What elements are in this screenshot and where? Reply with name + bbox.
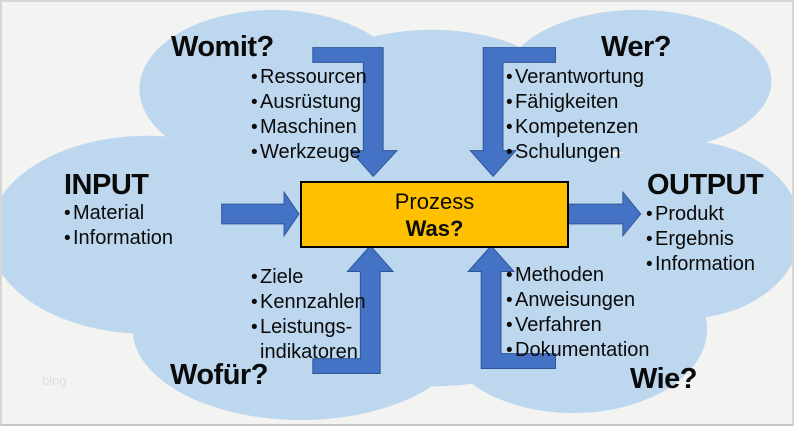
wofuer-list: Ziele Kennzahlen Leistungs- indikatoren [251, 265, 366, 364]
wie-heading: Wie? [630, 363, 698, 395]
watermark-blog: blog [42, 373, 67, 388]
womit-item: Maschinen [251, 115, 367, 140]
womit-item: Ausrüstung [251, 90, 367, 115]
output-arrow [564, 190, 642, 238]
output-item: Ergebnis [646, 227, 755, 252]
output-heading: OUTPUT [647, 169, 764, 201]
wofuer-item: Ziele [251, 265, 366, 290]
wer-item: Verantwortung [506, 65, 644, 90]
wer-item: Kompetenzen [506, 115, 644, 140]
wofuer-item-continuation: indikatoren [260, 341, 358, 363]
wie-item: Dokumentation [506, 338, 650, 363]
womit-list: Ressourcen Ausrüstung Maschinen Werkzeug… [251, 65, 367, 165]
process-box: Prozess Was? [300, 181, 569, 248]
process-box-question: Was? [405, 215, 464, 241]
output-list: Produkt Ergebnis Information [646, 202, 755, 277]
wofuer-heading: Wofür? [170, 359, 268, 391]
arrows [221, 47, 642, 374]
wofuer-item: Kennzahlen [251, 290, 366, 315]
wer-item: Schulungen [506, 140, 644, 165]
wer-item: Fähigkeiten [506, 90, 644, 115]
womit-item: Ressourcen [251, 65, 367, 90]
womit-item: Werkzeuge [251, 140, 367, 165]
input-item: Material [64, 201, 173, 226]
wie-item: Verfahren [506, 313, 650, 338]
wofuer-item: Leistungs- [251, 315, 366, 340]
input-item: Information [64, 226, 173, 251]
wer-list: Verantwortung Fähigkeiten Kompetenzen Sc… [506, 65, 644, 165]
input-heading: INPUT [64, 169, 149, 201]
input-arrow [221, 190, 300, 238]
wie-item: Methoden [506, 263, 650, 288]
input-list: Material Information [64, 201, 173, 251]
womit-heading: Womit? [171, 31, 274, 63]
output-item: Produkt [646, 202, 755, 227]
wie-list: Methoden Anweisungen Verfahren Dokumenta… [506, 263, 650, 363]
wer-heading: Wer? [601, 31, 671, 63]
process-box-title: Prozess [394, 188, 475, 214]
output-item: Information [646, 252, 755, 277]
wie-item: Anweisungen [506, 288, 650, 313]
